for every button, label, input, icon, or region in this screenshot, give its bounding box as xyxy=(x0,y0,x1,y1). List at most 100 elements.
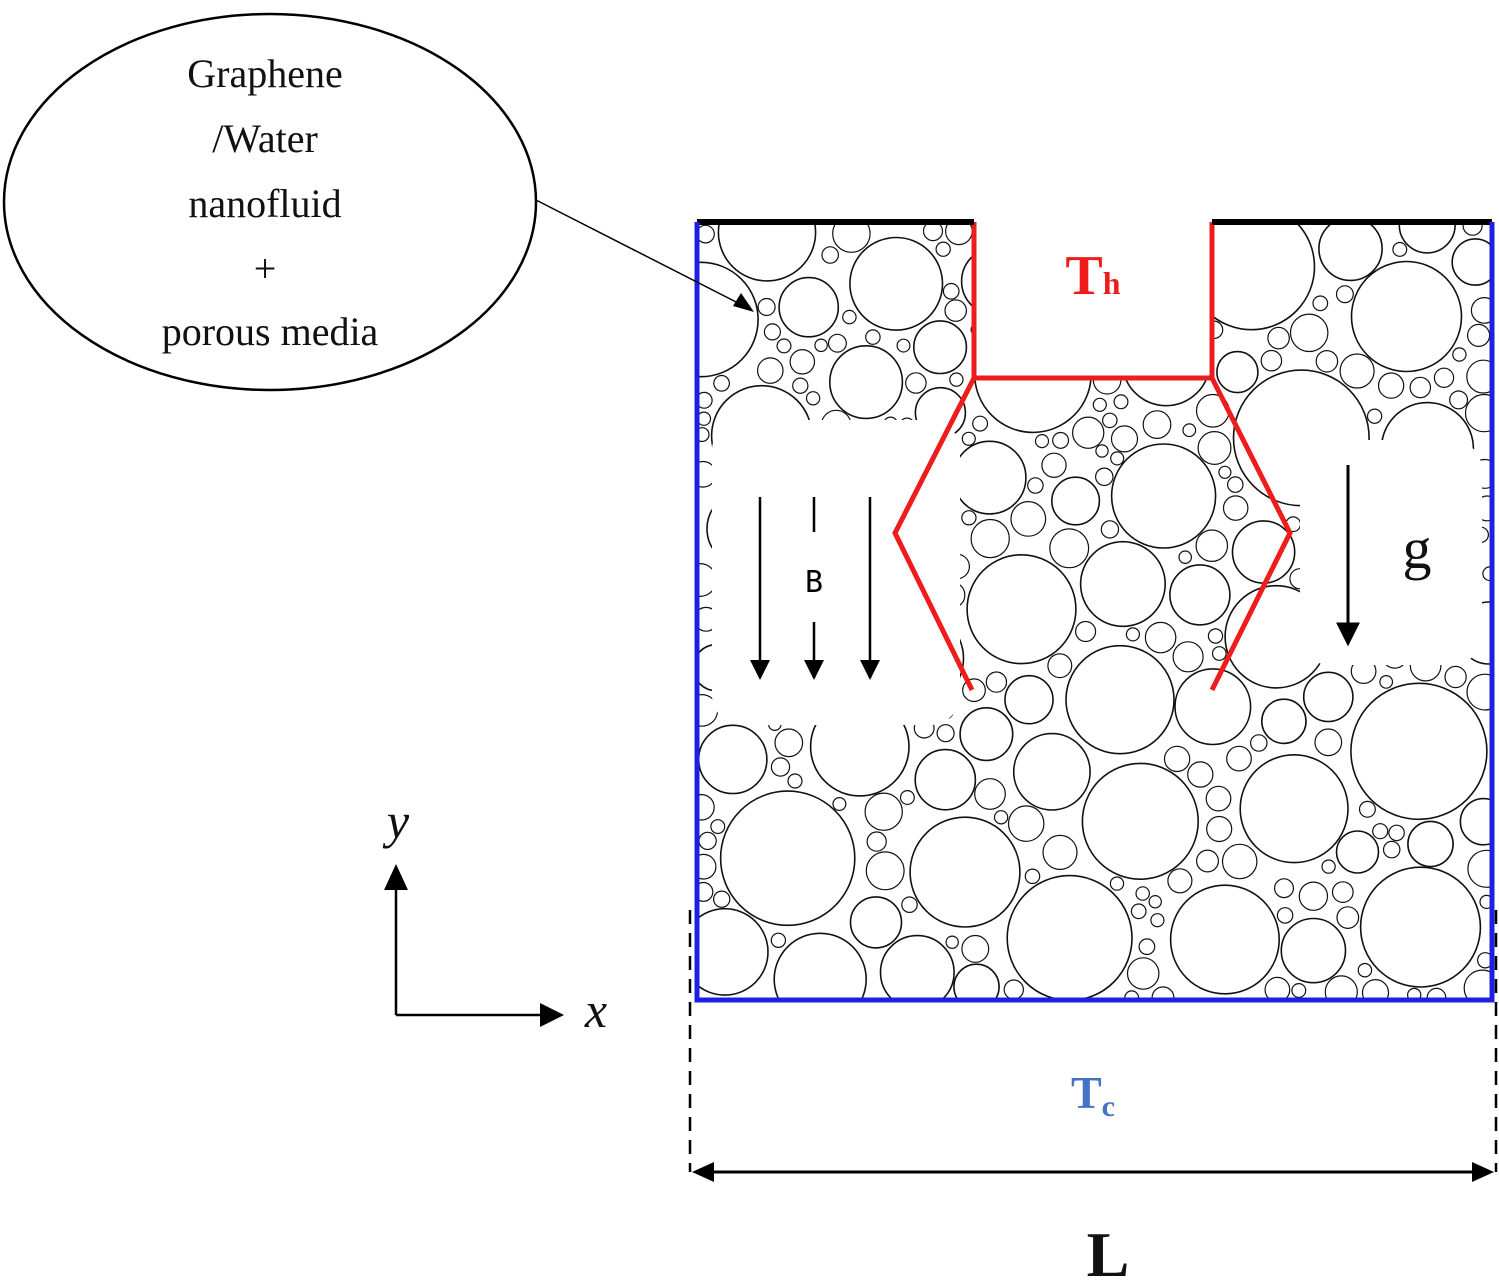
pore-circle xyxy=(1315,349,1339,373)
pore-circle xyxy=(959,706,1014,762)
pore-circle xyxy=(1321,859,1336,874)
callout-line-1: Graphene xyxy=(187,51,342,96)
magnetic-field-clear-area xyxy=(712,420,960,725)
pore-circle xyxy=(936,724,955,743)
pore-circle xyxy=(697,261,759,378)
pore-circle xyxy=(1034,434,1050,449)
pore-circle xyxy=(1273,878,1294,899)
pore-circle xyxy=(1100,520,1120,539)
pore-circle xyxy=(698,831,717,851)
pore-circle xyxy=(697,224,715,244)
pore-circle xyxy=(1050,476,1101,526)
pore-circle xyxy=(1003,979,1025,1000)
pore-circle xyxy=(993,810,1009,825)
pore-circle xyxy=(973,315,1092,434)
pore-circle xyxy=(1331,881,1354,903)
pore-circle xyxy=(1014,225,1028,240)
hot-wall xyxy=(971,222,1215,381)
callout-leader xyxy=(535,199,743,306)
pore-circle xyxy=(1138,938,1156,956)
pore-circle xyxy=(966,553,1077,665)
pore-circle xyxy=(763,323,782,341)
pore-circle xyxy=(1452,347,1467,362)
pore-circle xyxy=(1335,285,1354,304)
pore-circle xyxy=(789,348,816,375)
pore-circle xyxy=(770,757,791,777)
pore-circle xyxy=(1211,646,1227,661)
axis-x-label: x xyxy=(584,982,607,1038)
pore-circle xyxy=(1024,868,1041,885)
pore-circle xyxy=(1280,917,1347,984)
gravity-label: g xyxy=(1403,516,1432,581)
pore-circle xyxy=(1231,520,1296,584)
pore-circle xyxy=(1047,653,1073,679)
pore-circle xyxy=(901,896,918,913)
pore-circle xyxy=(1150,913,1165,928)
pore-circle xyxy=(1027,477,1044,494)
pore-circle xyxy=(1007,805,1045,842)
pore-circle xyxy=(864,792,903,831)
pore-circle xyxy=(1449,390,1469,410)
pore-circle xyxy=(1205,785,1232,812)
pore-circle xyxy=(1267,326,1290,350)
callout-text: Graphene /Water nanofluid + porous media xyxy=(162,51,379,354)
pore-circle xyxy=(1260,349,1283,372)
pore-circle xyxy=(1163,745,1191,773)
pore-circle xyxy=(953,963,1000,1000)
pore-circle xyxy=(985,671,1008,693)
hot-fin-left xyxy=(892,376,977,692)
pore-circle xyxy=(1459,797,1492,846)
pore-circle xyxy=(1388,824,1405,842)
callout-line-2: /Water xyxy=(212,116,318,161)
pore-circle xyxy=(1093,314,1123,345)
pore-circle xyxy=(899,789,915,805)
pore-circle xyxy=(1227,476,1244,493)
pore-circle xyxy=(1098,345,1114,360)
pore-circle xyxy=(935,241,951,257)
pore-circle xyxy=(1377,372,1405,399)
pore-circle xyxy=(1109,876,1125,891)
pore-circle xyxy=(905,372,927,394)
pore-circle xyxy=(1113,394,1129,410)
cold-wall xyxy=(694,222,1495,1003)
pore-circle xyxy=(1174,668,1252,746)
pore-circle xyxy=(787,773,803,789)
pore-circle xyxy=(1466,673,1492,711)
pore-circle xyxy=(1121,317,1211,407)
pore-circle xyxy=(1081,762,1200,880)
pore-circle xyxy=(1466,323,1491,347)
pore-circle xyxy=(1359,866,1482,988)
pore-circle xyxy=(944,299,967,322)
length-label: L xyxy=(1087,1219,1130,1284)
pore-circle xyxy=(1382,840,1401,859)
pore-circle xyxy=(1053,306,1069,321)
pore-circle xyxy=(1125,627,1141,642)
pore-circle xyxy=(974,778,1006,810)
pore-circle xyxy=(1126,957,1160,990)
pore-circle xyxy=(914,748,977,811)
pore-circle xyxy=(842,309,857,325)
pore-circle xyxy=(866,831,887,852)
pore-circle xyxy=(909,816,1021,928)
pore-circle xyxy=(1291,982,1307,998)
hot-wall-label: Th xyxy=(1065,245,1120,307)
axis-x-arrow xyxy=(540,1003,564,1027)
pore-circle xyxy=(1339,353,1375,389)
pore-circle xyxy=(1221,843,1258,880)
pore-circle xyxy=(1102,412,1118,429)
callout-leader-arrow xyxy=(733,293,754,312)
pore-circle xyxy=(912,320,968,375)
pore-circle xyxy=(1206,815,1233,843)
pore-circle xyxy=(1289,313,1329,353)
dimension-arrow-right xyxy=(1472,1162,1494,1182)
pore-circle xyxy=(1135,886,1150,901)
pore-circle xyxy=(1182,423,1197,438)
pore-circle xyxy=(832,796,847,811)
pore-circle xyxy=(1095,467,1114,487)
cold-wall-label: Tc xyxy=(1071,1067,1115,1123)
pore-circle xyxy=(828,345,904,420)
pore-circle xyxy=(1392,241,1408,257)
pore-circle xyxy=(961,510,977,526)
pore-circle xyxy=(1004,674,1054,725)
